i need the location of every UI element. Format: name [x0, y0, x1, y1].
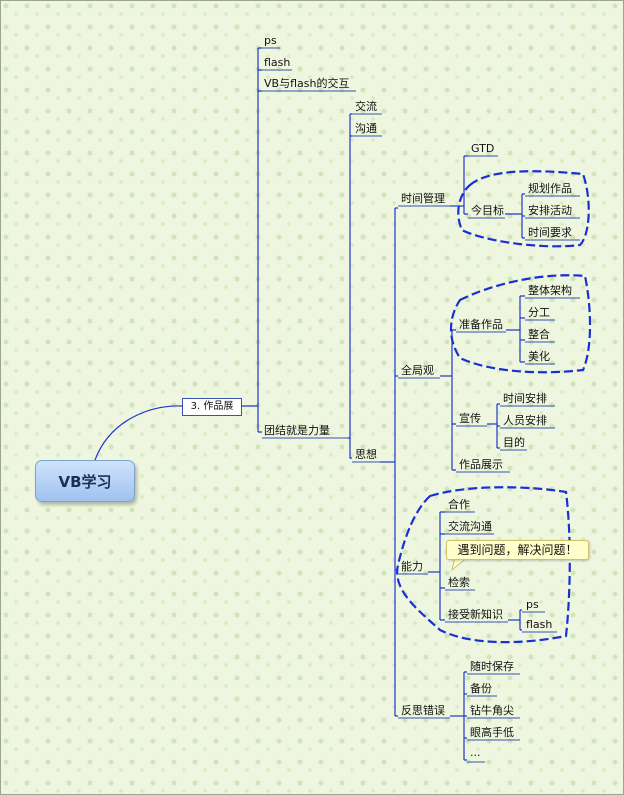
topic-time-requirement[interactable]: 时间要求: [528, 226, 572, 239]
boundary-prepare-works: [450, 274, 592, 374]
topic-teamwork[interactable]: 团结就是力量: [264, 424, 330, 437]
topic-plan-works[interactable]: 规划作品: [528, 182, 572, 195]
topic-flash[interactable]: flash: [264, 56, 291, 69]
works-exhibition-topic[interactable]: 3. 作品展: [182, 398, 242, 416]
topic-accept-new-knowledge[interactable]: 接受新知识: [448, 608, 503, 621]
topic-save-anytime[interactable]: 随时保存: [470, 660, 514, 673]
topic-works-show[interactable]: 作品展示: [459, 458, 503, 471]
topic-communicate[interactable]: 沟通: [355, 122, 377, 135]
boundary-today-goal: [457, 170, 590, 248]
root-topic[interactable]: VB学习: [35, 460, 135, 502]
topic-cooperation[interactable]: 合作: [448, 498, 470, 511]
topic-publicity[interactable]: 宣传: [459, 412, 481, 425]
topic-purpose[interactable]: 目的: [503, 436, 525, 449]
topic-ps[interactable]: ps: [264, 34, 277, 47]
topic-flash-sub[interactable]: flash: [526, 618, 553, 631]
topic-thought[interactable]: 思想: [355, 448, 377, 461]
topic-staff-arrangement[interactable]: 人员安排: [503, 414, 547, 427]
topic-integrate[interactable]: 整合: [528, 328, 550, 341]
boundary-ability: [396, 486, 571, 644]
topic-vb-flash[interactable]: VB与flash的交互: [264, 77, 350, 90]
topic-exchange-communicate[interactable]: 交流沟通: [448, 520, 492, 533]
callout-note[interactable]: 遇到问题，解决问题！: [446, 540, 589, 560]
topic-prepare-works[interactable]: 准备作品: [459, 318, 503, 331]
topic-backup[interactable]: 备份: [470, 682, 492, 695]
topic-reflect-errors[interactable]: 反思错误: [401, 704, 445, 717]
topic-nitpick[interactable]: 钻牛角尖: [470, 704, 514, 717]
topic-today-goal[interactable]: 今目标: [471, 204, 504, 217]
topic-overall-view[interactable]: 全局观: [401, 364, 434, 377]
topic-beautify[interactable]: 美化: [528, 350, 550, 363]
topic-exchange[interactable]: 交流: [355, 100, 377, 113]
topic-high-low[interactable]: 眼高手低: [470, 726, 514, 739]
topic-arrange-activity[interactable]: 安排活动: [528, 204, 572, 217]
topic-ellipsis[interactable]: ...: [470, 746, 481, 759]
topic-time-management[interactable]: 时间管理: [401, 192, 445, 205]
topic-ability[interactable]: 能力: [401, 560, 423, 573]
topic-ps-sub[interactable]: ps: [526, 598, 539, 611]
topic-whole-architecture[interactable]: 整体架构: [528, 284, 572, 297]
topic-time-arrangement[interactable]: 时间安排: [503, 392, 547, 405]
topic-gtd[interactable]: GTD: [471, 142, 495, 155]
topic-division[interactable]: 分工: [528, 306, 550, 319]
topic-search[interactable]: 检索: [448, 576, 470, 589]
